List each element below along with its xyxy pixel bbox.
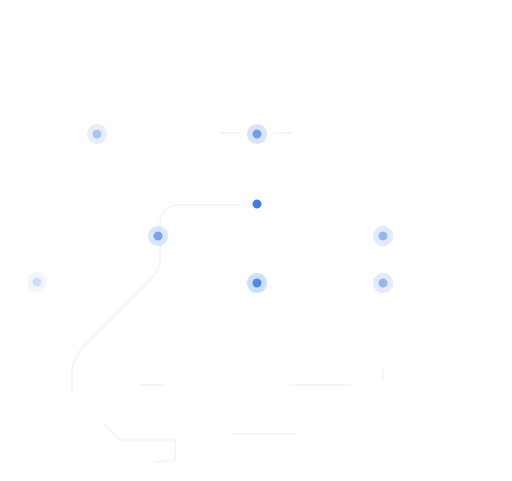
connector-path (71, 204, 241, 391)
node-dot (252, 278, 262, 288)
node-dot (32, 277, 42, 287)
node-group (27, 124, 393, 293)
network-node (373, 273, 393, 293)
network-node (87, 124, 107, 144)
network-node (148, 226, 168, 246)
node-dot (378, 231, 388, 241)
network-node (247, 273, 267, 293)
faint-background-lines (71, 132, 384, 463)
node-dot (92, 129, 102, 139)
network-node (27, 272, 47, 292)
node-halo (87, 124, 107, 144)
node-dot (252, 129, 262, 139)
network-node (252, 199, 262, 209)
network-node (247, 124, 267, 144)
network-node (373, 226, 393, 246)
node-dot (378, 278, 388, 288)
node-dot (252, 199, 262, 209)
node-halo (27, 272, 47, 292)
faint-shape (104, 424, 176, 463)
node-dot (153, 231, 163, 241)
